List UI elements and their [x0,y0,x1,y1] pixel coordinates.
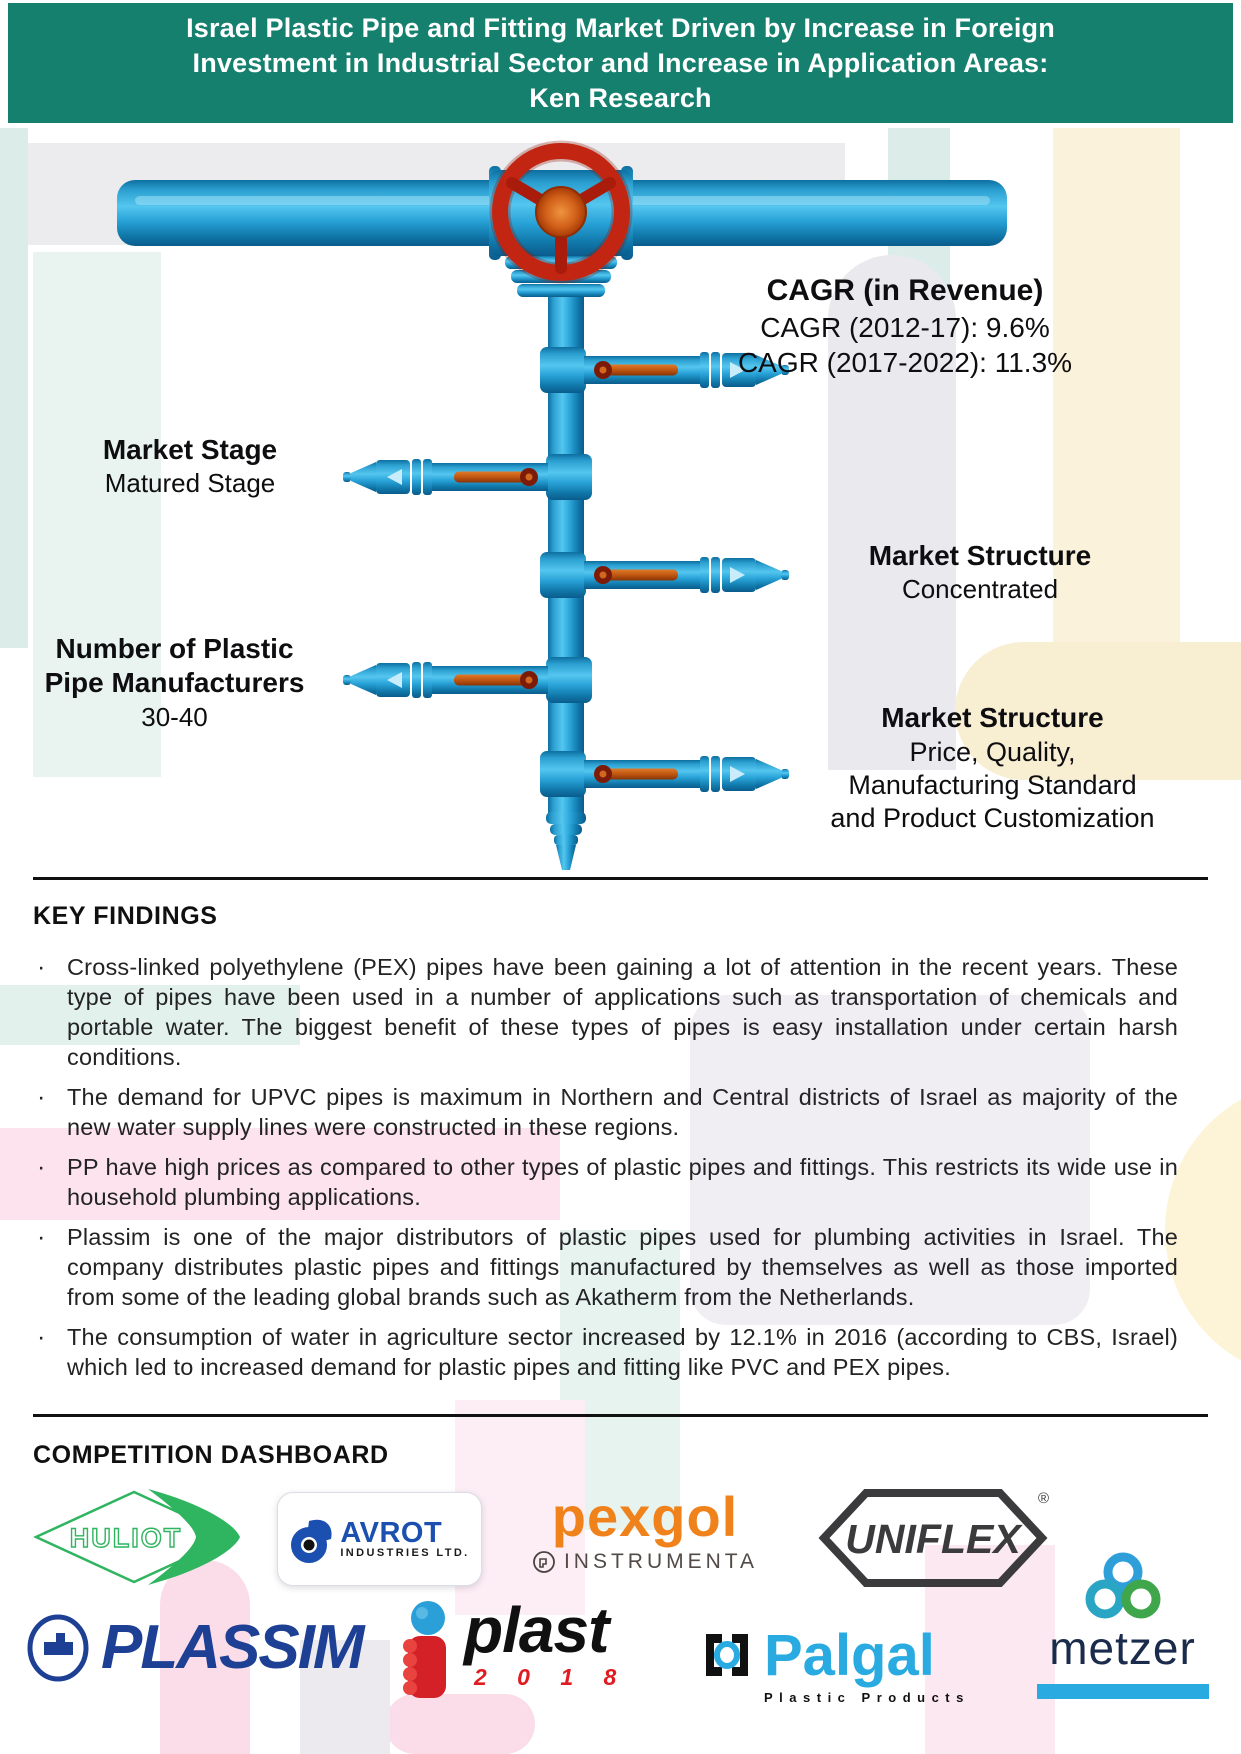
metzer-logo: metzer [1035,1552,1210,1699]
key-findings-heading: KEY FINDINGS [33,902,218,930]
metzer-rings-icon [1085,1552,1160,1619]
avrot-subtitle: INDUSTRIES LTD. [340,1546,470,1559]
plast-2018-logo: plast 2 0 1 8 [392,1598,628,1716]
list-item: · PP have high prices as compared to oth… [33,1152,1178,1212]
palgal-subtitle: Plastic Products [764,1690,970,1705]
bullet-icon: · [37,1083,46,1111]
key-finding-text: The demand for UPVC pipes is maximum in … [67,1084,1178,1140]
cagr-heading: CAGR (in Revenue) [766,274,1044,307]
plast-name: plast [464,1594,609,1666]
list-item: · The consumption of water in agricultur… [33,1322,1178,1382]
competition-dashboard-heading: COMPETITION DASHBOARD [33,1441,389,1469]
instrumenta-icon [533,1551,555,1573]
bullet-icon: · [37,953,46,981]
background-shape [160,1560,250,1754]
bullet-icon: · [37,1153,46,1181]
divider [33,1414,1208,1417]
huliot-name: HULIOT [70,1523,183,1553]
plassim-name: PLASSIM [101,1613,365,1682]
key-finding-text: PP have high prices as compared to other… [67,1154,1178,1210]
background-shape [955,642,1241,780]
huliot-logo: HULIOT ® [33,1489,240,1585]
plassim-logo: PLASSIM [25,1612,365,1684]
market-stage-label: Market Stage Matured Stage [55,432,325,500]
market-structure2-value3: and Product Customization [830,803,1155,833]
page-title-line1: Israel Plastic Pipe and Fitting Market D… [186,12,1055,43]
market-stage-heading: Market Stage [102,434,278,465]
list-item: · The demand for UPVC pipes is maximum i… [33,1082,1178,1142]
background-shape [33,252,161,777]
huliot-reg-mark: ® [190,1515,200,1530]
key-finding-text: The consumption of water in agriculture … [67,1324,1178,1380]
background-shape [385,1694,535,1754]
background-shape [0,1128,560,1220]
cagr-label: CAGR (in Revenue) CAGR (2012-17): 9.6% C… [705,272,1105,380]
divider [33,877,1208,880]
manufacturers-label: Number of Plastic Pipe Manufacturers 30-… [12,632,337,734]
metzer-name: metzer [1049,1622,1196,1674]
background-shape [690,995,1090,1325]
manufacturers-heading2: Pipe Manufacturers [44,667,305,698]
list-item: · Cross-linked polyethylene (PEX) pipes … [33,952,1178,1072]
metzer-bar [1036,1684,1209,1699]
palgal-name: Palgal [764,1623,935,1688]
cagr-line2: CAGR (2017-2022): 11.3% [737,347,1073,378]
background-shape [300,1640,390,1754]
market-structure2-label: Market Structure Price, Quality, Manufac… [790,700,1195,835]
key-finding-text: Plassim is one of the major distributors… [67,1224,1178,1310]
pexgol-logo: pexgol INSTRUMENTA [495,1488,795,1574]
key-finding-text: Cross-linked polyethylene (PEX) pipes ha… [67,954,1178,1070]
market-structure-heading: Market Structure [868,540,1092,571]
market-stage-value: Matured Stage [104,468,276,498]
palgal-icon [706,1634,748,1676]
plassim-pipe-icon [27,1614,89,1682]
plast-year: 2 0 1 8 [474,1664,629,1690]
page-title-line2: Investment in Industrial Sector and Incr… [192,47,1049,78]
market-structure2-value2: Manufacturing Standard [848,770,1137,800]
bullet-icon: · [37,1223,46,1251]
bullet-icon: · [37,1323,46,1351]
cagr-line1: CAGR (2012-17): 9.6% [760,312,1050,343]
fist-and-ball-icon [403,1601,446,1698]
uniflex-name: UNIFLEX [845,1516,1023,1562]
pipe-illustration [117,140,1007,870]
pexgol-subtitle: INSTRUMENTA [563,1550,759,1573]
background-shape [0,128,28,648]
page-title-line3: Ken Research [529,82,712,113]
uniflex-reg-mark: ® [1038,1490,1049,1507]
market-structure-label: Market Structure Concentrated [825,538,1135,606]
list-item: · Plassim is one of the major distributo… [33,1222,1178,1312]
palgal-logo: Palgal Plastic Products [700,1626,970,1705]
background-shape [828,255,956,770]
avrot-logo: AVROT INDUSTRIES LTD. [277,1492,482,1586]
manufacturers-heading1: Number of Plastic [55,633,294,664]
avrot-roll-icon [291,1519,332,1563]
avrot-name: AVROT [340,1516,443,1549]
header-banner: Israel Plastic Pipe and Fitting Market D… [8,3,1233,123]
market-structure2-value1: Price, Quality, [909,737,1076,767]
market-structure-value: Concentrated [901,574,1059,604]
background-shape [0,985,300,1045]
valve-wheel-icon [489,140,633,284]
market-structure2-heading: Market Structure [881,702,1104,733]
pexgol-name: pexgol [551,1485,739,1548]
manufacturers-value: 30-40 [141,702,208,732]
key-findings-list: · Cross-linked polyethylene (PEX) pipes … [33,952,1178,1392]
uniflex-logo: UNIFLEX ® [818,1489,1049,1587]
